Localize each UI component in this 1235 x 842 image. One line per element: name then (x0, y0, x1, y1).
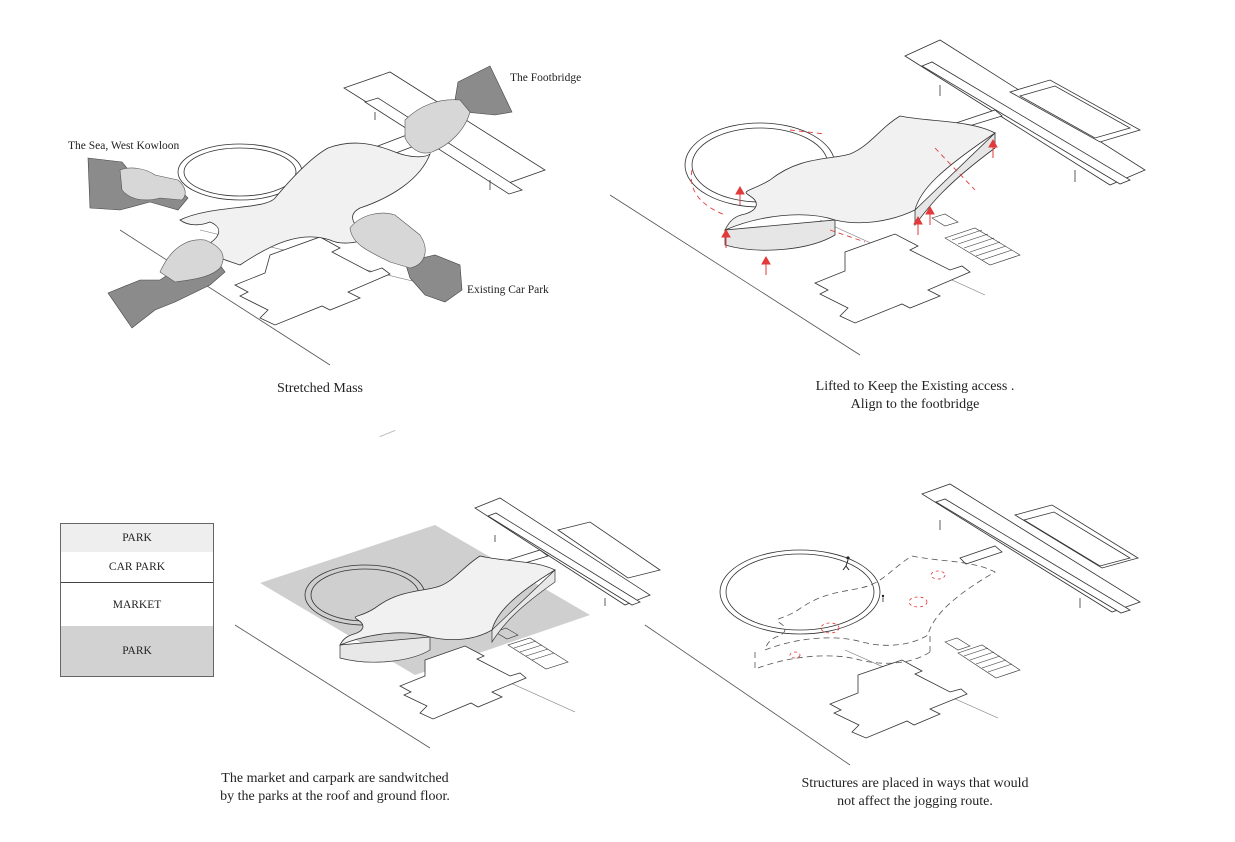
site-line (609, 194, 861, 356)
jogger-figure (881, 594, 885, 602)
stretched-mass-axonometric (87, 65, 546, 366)
lifted-slab-top (724, 115, 996, 231)
existing-car-park-outline (234, 236, 391, 326)
panel-structures (640, 480, 1160, 780)
caption-stretched-mass: Stretched Mass (200, 380, 440, 398)
caption-line: Align to the footbridge (850, 397, 980, 412)
panel-stretched-mass (60, 40, 620, 380)
hand-bottom-right (349, 212, 463, 303)
jogger-figure (842, 556, 850, 571)
site-line (644, 624, 851, 766)
caption-sandwiched: The market and carpark are sandwitched b… (190, 770, 480, 806)
structure-footprints (789, 570, 946, 659)
label-the-footbridge: The Footbridge (510, 72, 582, 84)
existing-car-park-outline (814, 233, 971, 324)
label-the-sea: The Sea, West Kowloon (68, 140, 180, 152)
caption-structures: Structures are placed in ways that would… (770, 775, 1060, 811)
caption-line: Lifted to Keep the Existing access . (815, 379, 1015, 394)
caption-lifted: Lifted to Keep the Existing access . Ali… (760, 378, 1070, 414)
stairs-drawing (494, 627, 569, 670)
divider-mark (379, 429, 396, 438)
lifted-axonometric (609, 39, 1146, 356)
panel-lifted (600, 30, 1160, 370)
site-line (234, 624, 431, 749)
hand-top-right (404, 65, 513, 154)
stairs-drawing (931, 213, 1021, 266)
legend-row-car-park: CAR PARK (61, 552, 213, 583)
caption-line: by the parks at the roof and ground floo… (220, 789, 450, 804)
legend-row-park-ground: PARK (61, 626, 213, 676)
label-existing-car-park: Existing Car Park (467, 284, 549, 296)
sandwiched-slab-side (339, 636, 431, 663)
program-legend: PARK CAR PARK MARKET PARK (60, 523, 214, 677)
legend-row-park-roof: PARK (61, 524, 213, 552)
existing-car-park-outline (829, 659, 968, 739)
lifted-slab-side (724, 219, 836, 251)
hand-top-left (87, 157, 189, 211)
existing-car-park-outline (399, 645, 527, 720)
footbridge-drawing (904, 39, 1146, 186)
caption-line: Structures are placed in ways that would (801, 776, 1029, 791)
caption-line: The market and carpark are sandwitched (221, 771, 449, 786)
hand-bottom-left (107, 239, 226, 329)
movement-arrows (690, 129, 976, 243)
lift-arrows (721, 138, 998, 275)
jogging-ring (719, 549, 881, 635)
footbridge-drawing (921, 483, 1141, 614)
panel-sandwiched (230, 490, 670, 760)
dashed-structure-outline (754, 555, 996, 669)
legend-row-market: MARKET (61, 583, 213, 626)
structures-axonometric (644, 483, 1141, 766)
sandwiched-slab-top (339, 555, 556, 646)
site-line (119, 229, 331, 366)
sandwiched-slab-side (491, 569, 556, 644)
stairs-drawing (944, 637, 1021, 679)
caption-line: Stretched Mass (277, 381, 363, 396)
caption-line: not affect the jogging route. (837, 794, 993, 809)
footbridge-drawing (474, 497, 661, 606)
sandwiched-axonometric (234, 497, 661, 749)
